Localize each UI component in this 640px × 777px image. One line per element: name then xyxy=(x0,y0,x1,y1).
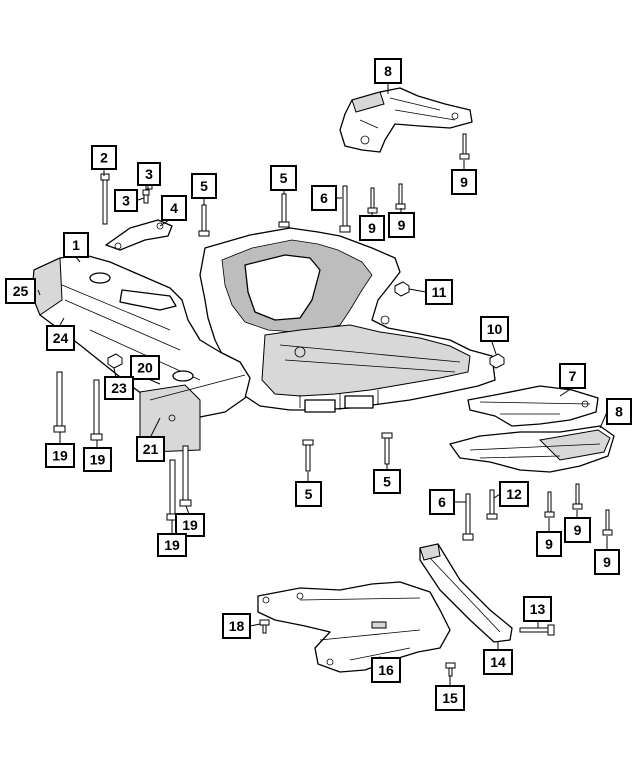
svg-text:21: 21 xyxy=(143,441,159,457)
svg-text:9: 9 xyxy=(368,220,376,236)
callout-13: 13 xyxy=(523,596,552,622)
svg-text:13: 13 xyxy=(530,601,546,617)
callout-16: 16 xyxy=(371,657,401,683)
callout-15: 15 xyxy=(435,685,465,711)
callout-4: 4 xyxy=(161,195,187,221)
callout-8-top: 8 xyxy=(374,58,402,84)
left-frame-rail xyxy=(31,254,251,453)
callout-19-d: 19 xyxy=(157,533,187,557)
callout-5-d: 5 xyxy=(373,469,401,494)
svg-text:5: 5 xyxy=(200,178,208,194)
callout-11: 11 xyxy=(425,279,453,305)
callout-19-b: 19 xyxy=(83,447,112,472)
part-7-lower-bracket xyxy=(467,385,599,427)
part-8-right-bracket xyxy=(449,425,615,473)
svg-text:20: 20 xyxy=(137,360,153,376)
bolts xyxy=(53,133,613,677)
callout-14: 14 xyxy=(483,649,513,675)
callout-5-b: 5 xyxy=(270,165,297,191)
svg-text:25: 25 xyxy=(13,283,29,299)
callout-21: 21 xyxy=(136,436,165,462)
callout-18: 18 xyxy=(222,613,251,639)
svg-text:9: 9 xyxy=(574,522,582,538)
callout-19-c: 19 xyxy=(175,513,205,537)
svg-text:16: 16 xyxy=(378,662,394,678)
callout-9-f: 9 xyxy=(594,549,620,575)
svg-text:8: 8 xyxy=(615,404,623,420)
svg-text:7: 7 xyxy=(569,368,577,384)
callout-8-right: 8 xyxy=(606,398,632,425)
svg-text:14: 14 xyxy=(490,654,506,670)
svg-text:6: 6 xyxy=(438,494,446,510)
svg-text:2: 2 xyxy=(100,150,108,166)
callout-7: 7 xyxy=(559,363,586,389)
svg-text:23: 23 xyxy=(111,380,127,396)
callout-5-c: 5 xyxy=(295,481,322,507)
svg-text:24: 24 xyxy=(53,330,69,346)
part-14-brace xyxy=(419,543,513,643)
callout-19-a: 19 xyxy=(45,443,75,468)
callout-25: 25 xyxy=(5,278,36,304)
callout-9-e: 9 xyxy=(564,517,591,543)
callout-9-d: 9 xyxy=(536,531,562,557)
svg-text:9: 9 xyxy=(398,217,406,233)
part-8-upper-bracket xyxy=(339,87,473,153)
part-4-bracket xyxy=(105,219,173,251)
svg-text:8: 8 xyxy=(384,63,392,79)
svg-text:5: 5 xyxy=(305,486,313,502)
callout-6-lower: 6 xyxy=(429,489,455,515)
callout-23: 23 xyxy=(104,376,134,400)
part-16-skid-plate xyxy=(257,581,451,673)
callout-10: 10 xyxy=(480,316,509,342)
svg-text:4: 4 xyxy=(170,200,178,216)
callout-24: 24 xyxy=(46,325,75,351)
callout-9-c: 9 xyxy=(451,169,477,195)
svg-text:15: 15 xyxy=(442,690,458,706)
svg-text:19: 19 xyxy=(164,537,180,553)
callout-2: 2 xyxy=(91,145,117,170)
svg-text:9: 9 xyxy=(545,536,553,552)
callout-6-upper: 6 xyxy=(311,185,337,211)
svg-text:10: 10 xyxy=(487,321,503,337)
main-crossmember xyxy=(199,227,496,413)
callout-12: 12 xyxy=(499,481,529,507)
callout-1: 1 xyxy=(63,232,89,258)
svg-text:9: 9 xyxy=(460,174,468,190)
callout-3-upper: 3 xyxy=(137,162,161,186)
svg-text:6: 6 xyxy=(320,190,328,206)
svg-text:12: 12 xyxy=(506,486,522,502)
callout-9-b: 9 xyxy=(388,212,415,238)
svg-text:1: 1 xyxy=(72,237,80,253)
svg-text:18: 18 xyxy=(229,618,245,634)
callout-3-lower: 3 xyxy=(114,189,138,212)
svg-text:5: 5 xyxy=(383,474,391,490)
svg-text:3: 3 xyxy=(122,193,130,209)
svg-text:3: 3 xyxy=(145,166,153,182)
svg-text:11: 11 xyxy=(432,284,447,300)
svg-text:19: 19 xyxy=(90,452,106,468)
leader-lines xyxy=(37,84,609,686)
svg-text:9: 9 xyxy=(603,554,611,570)
callout-9-a: 9 xyxy=(359,215,385,241)
callout-5-a: 5 xyxy=(191,173,217,199)
svg-text:5: 5 xyxy=(280,170,288,186)
callout-20: 20 xyxy=(130,355,160,380)
svg-text:19: 19 xyxy=(52,448,68,464)
svg-text:19: 19 xyxy=(182,517,198,533)
